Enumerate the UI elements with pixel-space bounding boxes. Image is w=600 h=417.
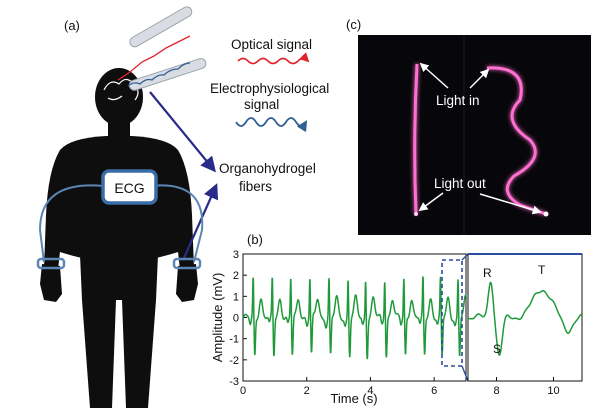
wavy-fiber <box>486 66 547 216</box>
ecg-inset-chart: 8 10 R S T <box>461 253 583 397</box>
light-out-label: Light out <box>434 176 486 191</box>
r-wave-label: R <box>483 266 492 280</box>
inset-x-tick-label: 8 <box>493 385 499 397</box>
arrow-head-to-fibers <box>149 91 216 173</box>
x-tick-label: 0 <box>240 385 246 397</box>
fiber-tip <box>543 211 549 217</box>
panel-label-a: (a) <box>64 18 80 33</box>
arrow-wrist-to-fibers <box>182 183 219 259</box>
zoom-connector <box>461 253 469 382</box>
fiber-label-1: Organohydrogel <box>219 161 316 176</box>
y-axis-label: Amplitude (mV) <box>210 273 225 363</box>
light-in-label: Light in <box>436 93 480 108</box>
ecg-chart: -3 -2 -1 0 1 2 3 0 2 4 6 Amplitude (mV) Time (s) <box>210 249 467 406</box>
electro-wave-icon <box>235 117 308 133</box>
ecg-inset-line <box>467 281 583 356</box>
s-wave-label: S <box>493 342 501 356</box>
y-tick-label: 0 <box>233 313 239 325</box>
plot-frame <box>242 253 467 382</box>
electro-fiber-implant <box>127 58 207 91</box>
optical-fiber-implant <box>117 6 193 81</box>
arrow-light-in-left <box>419 62 449 89</box>
x-tick-label: 6 <box>431 385 437 397</box>
ecg-wiring <box>38 184 204 263</box>
left-wrist-band <box>36 257 66 270</box>
ecg-label: ECG <box>114 180 144 196</box>
glowing-fibers <box>413 63 547 216</box>
inset-x-tick-label: 10 <box>547 385 559 397</box>
y-tick-label: -3 <box>229 376 239 388</box>
fiber-photo <box>358 35 591 235</box>
t-wave-label: T <box>538 263 546 277</box>
y-tick-label: -2 <box>229 355 239 367</box>
zoom-selection-box <box>441 259 463 367</box>
y-tick-label: 2 <box>233 270 239 282</box>
panel-label-b: (b) <box>247 232 263 247</box>
fiber-label-2: fibers <box>239 179 272 194</box>
straight-fiber <box>413 63 419 215</box>
human-silhouette <box>40 68 198 408</box>
x-tick-label: 2 <box>304 385 310 397</box>
optical-wave-icon <box>237 52 310 65</box>
ecg-device <box>101 169 158 205</box>
y-tick-label: -1 <box>229 334 239 346</box>
fiber-tip-straight <box>414 212 418 216</box>
x-axis-label: Time (s) <box>330 391 377 406</box>
right-wrist-band <box>172 257 202 270</box>
x-tick-label: 4 <box>367 385 373 397</box>
y-tick-label: 1 <box>233 291 239 303</box>
panel-label-c: (c) <box>346 17 361 32</box>
brain-outline <box>103 78 139 101</box>
electro-signal-label-2: signal <box>244 97 279 112</box>
optical-signal-label: Optical signal <box>231 37 312 52</box>
y-tick-label: 3 <box>233 249 239 261</box>
electro-signal-label-1: Electrophysiological <box>210 81 329 96</box>
arrow-light-in-right <box>469 68 490 89</box>
inset-frame <box>467 253 583 382</box>
arrow-light-out-left <box>418 192 444 212</box>
ecg-series-line <box>242 276 467 360</box>
arrow-light-out-right <box>479 193 542 215</box>
